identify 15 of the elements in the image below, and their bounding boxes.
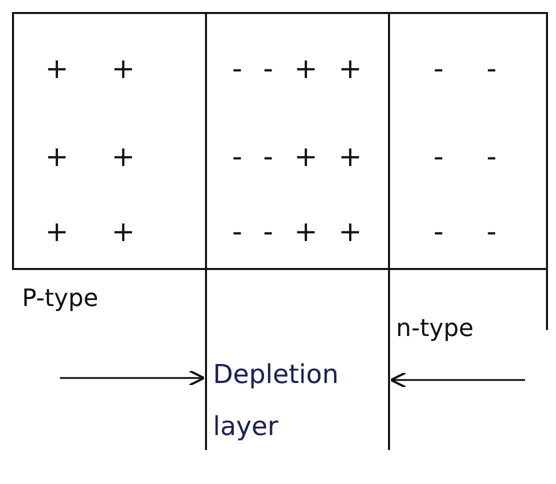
region-label: Depletion layer bbox=[213, 359, 340, 444]
charge-signs: - - + + bbox=[232, 52, 362, 85]
depletion-region bbox=[205, 12, 390, 450]
charge-signs: - - + + bbox=[232, 140, 362, 173]
region-label: P-type bbox=[22, 284, 98, 312]
charge-signs: - - bbox=[433, 215, 497, 248]
region-label: n-type bbox=[396, 314, 474, 342]
charge-signs: - - bbox=[433, 52, 497, 85]
charge-signs: - - bbox=[433, 140, 497, 173]
charge-signs: - - + + bbox=[232, 215, 362, 248]
arrow bbox=[390, 372, 525, 388]
arrow bbox=[60, 370, 206, 386]
charge-signs: + + bbox=[45, 140, 135, 173]
charge-signs: + + bbox=[45, 52, 135, 85]
charge-signs: + + bbox=[45, 215, 135, 248]
